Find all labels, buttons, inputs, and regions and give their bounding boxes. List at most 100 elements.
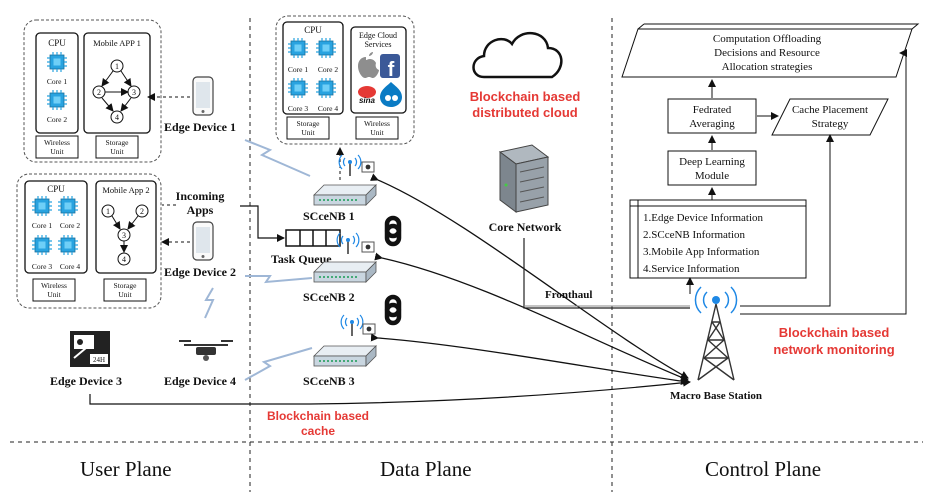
svg-text:Storage: Storage: [106, 138, 130, 147]
svg-text:Core 4: Core 4: [318, 104, 338, 113]
svg-text:Decisions and Resource: Decisions and Resource: [714, 47, 820, 59]
core-label: Core 2: [47, 115, 67, 124]
sceenb3-router-icon: [313, 345, 377, 367]
svg-text:Unit: Unit: [301, 128, 315, 137]
info-item: 2.SCceNB Information: [643, 229, 746, 241]
svg-text:f: f: [388, 59, 395, 81]
task-queue-icon: [285, 229, 341, 247]
svg-text:Core 1: Core 1: [32, 221, 52, 230]
macro-to-cache-line: [740, 134, 834, 307]
edge-server-box: CPU Core 1 Core 2 Core 3 Core 4 Edge Clo…: [275, 15, 415, 145]
core-network-label: Core Network: [489, 220, 562, 234]
apple-icon: [358, 52, 379, 78]
svg-text:2: 2: [97, 88, 101, 97]
svg-text:CPU: CPU: [47, 184, 65, 194]
offloading-strategy-box: Computation Offloading Decisions and Res…: [621, 23, 920, 78]
chip-icon: [57, 195, 79, 217]
info-item: 3.Mobile App Information: [643, 246, 760, 258]
sceenb-module-icon: [361, 161, 375, 173]
incoming-to-queue-arrow: [240, 205, 285, 242]
blockchain-link-icon: [387, 218, 399, 244]
edge-device-4-label: Edge Device 4: [164, 374, 236, 388]
fedrated-averaging-box: [667, 98, 757, 134]
edge-device-2-phone-icon: [192, 221, 214, 261]
drupal-icon: [380, 82, 402, 107]
svg-text:Computation Offloading: Computation Offloading: [713, 33, 822, 45]
chip-icon: [287, 77, 309, 99]
svg-text:2: 2: [140, 207, 144, 216]
device2-resource-box: CPU Core 1 Core 2 Core 3 Core 4 Mobile A…: [16, 173, 162, 309]
info-item: 1.Edge Device Information: [643, 212, 764, 224]
svg-text:Storage: Storage: [297, 119, 321, 128]
blockchain-link-icon: [387, 297, 399, 323]
blockchain-cache-label: Blockchain based: [267, 409, 369, 423]
fedrated-averaging-label-line2: Averaging: [689, 118, 735, 130]
chip-icon: [315, 37, 337, 59]
svg-text:Wireless: Wireless: [364, 119, 390, 128]
info-item: 4.Service Information: [643, 263, 740, 275]
edge-device-1-phone-icon: [192, 76, 214, 116]
deep-learning-label-line2: Module: [695, 170, 729, 182]
chip-icon: [46, 89, 68, 111]
camera-badge: 24H: [93, 356, 105, 364]
chip-icon: [31, 234, 53, 256]
incoming-apps-label-line2: Apps: [187, 203, 214, 217]
sceenb1-router-icon: [313, 184, 377, 206]
macro-to-offloading-line: [740, 49, 907, 315]
svg-text:Storage: Storage: [114, 281, 138, 290]
sceenb3-label: SCceNB 3: [303, 374, 355, 388]
svg-text:Core 1: Core 1: [288, 65, 308, 74]
control-plane-label: Control Plane: [705, 457, 821, 481]
sceenb3-macro-link: [370, 333, 689, 386]
svg-text:Allocation strategies: Allocation strategies: [722, 61, 813, 73]
wireless-link-device2: [245, 275, 313, 284]
edge-device-2-label: Edge Device 2: [164, 265, 236, 279]
core-network-server-icon: [498, 144, 550, 213]
svg-text:4: 4: [115, 113, 119, 122]
fronthaul-line: [523, 238, 690, 309]
user-plane-label: User Plane: [80, 457, 172, 481]
surveillance-camera-icon: 24H: [70, 331, 110, 367]
blockchain-monitoring-label-line2: network monitoring: [773, 342, 894, 357]
cache-placement-label-line2: Strategy: [812, 118, 849, 130]
svg-text:sina: sina: [359, 96, 376, 105]
chip-icon: [287, 37, 309, 59]
svg-text:Wireless: Wireless: [44, 138, 70, 147]
edge-device-3-label: Edge Device 3: [50, 374, 122, 388]
chip-icon: [315, 77, 337, 99]
macro-base-station-label: Macro Base Station: [670, 390, 762, 402]
sceenb-module-icon: [361, 241, 375, 253]
svg-text:Core 3: Core 3: [288, 104, 308, 113]
svg-text:1: 1: [115, 62, 119, 71]
sceenb1-label: SCceNB 1: [303, 209, 355, 223]
svg-text:Core 3: Core 3: [32, 262, 52, 271]
facebook-icon: f: [380, 54, 400, 81]
deep-learning-box: [667, 150, 757, 186]
blockchain-cloud-label: Blockchain based: [470, 89, 581, 104]
app2-task-graph: 1 2 3 4: [101, 204, 149, 266]
svg-text:Core 2: Core 2: [60, 221, 80, 230]
cache-placement-box: [771, 98, 889, 136]
svg-text:Wireless: Wireless: [41, 281, 67, 290]
blockchain-cache-label-line2: cache: [301, 424, 335, 438]
chip-icon: [57, 234, 79, 256]
sceenb-module-icon: [362, 323, 376, 335]
svg-text:Services: Services: [364, 40, 391, 49]
blockchain-cloud-label-line2: distributed cloud: [472, 105, 578, 120]
chip-icon: [31, 195, 53, 217]
wireless-link-drone: [204, 287, 215, 319]
data-plane-label: Data Plane: [380, 457, 472, 481]
wireless-link-device1: [244, 139, 311, 177]
svg-text:4: 4: [122, 255, 126, 264]
device1-cpu-label: CPU: [48, 38, 66, 48]
task-queue-label: Task Queue: [271, 252, 332, 266]
svg-text:CPU: CPU: [304, 25, 322, 35]
cache-placement-label: Cache Placement: [792, 104, 868, 116]
device1-resource-box: CPU Core 1 Core 2 Mobile APP 1 1 2 3 4 W…: [23, 19, 162, 163]
svg-text:Mobile App 2: Mobile App 2: [102, 185, 149, 195]
svg-text:1: 1: [106, 207, 110, 216]
chip-icon: [46, 51, 68, 73]
svg-text:Unit: Unit: [50, 147, 64, 156]
svg-text:Core 2: Core 2: [318, 65, 338, 74]
